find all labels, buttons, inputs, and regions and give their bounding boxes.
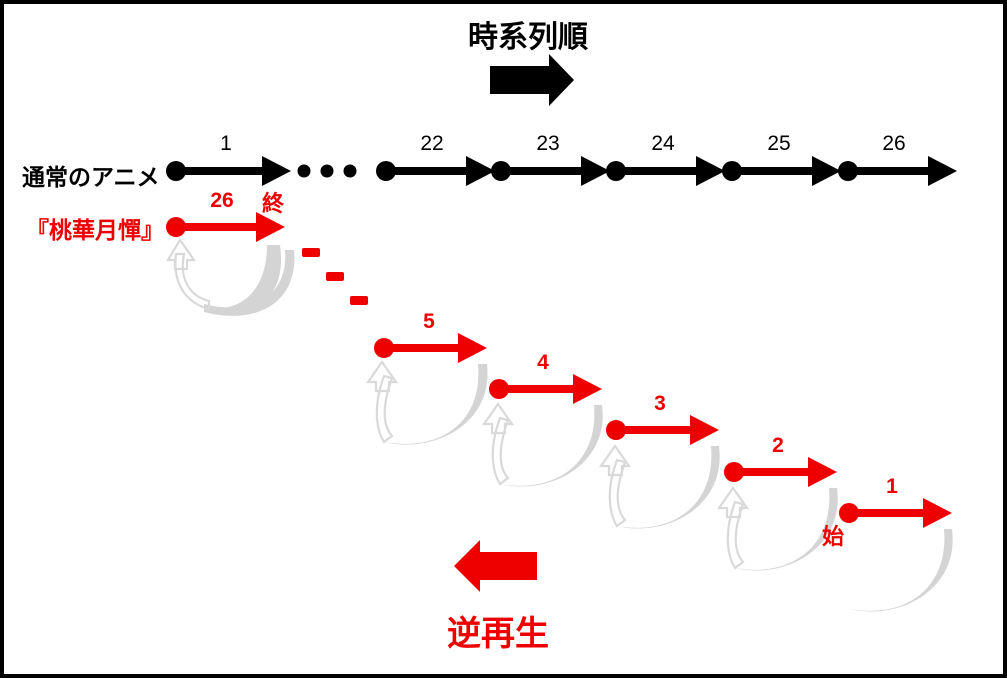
timeline-segment-26: 26 <box>838 132 957 186</box>
arrowhead-icon <box>256 212 285 242</box>
arrowhead-icon <box>466 156 495 186</box>
arrowhead-icon <box>573 374 602 404</box>
episode-number-label: 4 <box>537 351 549 374</box>
reverse-segment-2: 2 <box>724 434 837 487</box>
reverse-segment-26: 26 終 <box>166 189 285 242</box>
timeline-diagram-svg: 時系列順 通常のアニメ 1 <box>22 21 957 653</box>
arrowhead-icon <box>690 415 719 445</box>
arrowhead-icon <box>458 333 487 363</box>
reverse-segment-3: 3 <box>606 392 719 445</box>
reverse-segment-5: 5 <box>374 310 487 363</box>
timeline-segment-23: 23 <box>491 132 610 186</box>
arrowhead-icon <box>581 156 610 186</box>
normal-timeline-group: 1 22 23 <box>166 132 957 186</box>
ellipsis-dot <box>320 164 334 178</box>
episode-number-label: 3 <box>654 392 666 415</box>
loopback-curve-1-end <box>850 529 953 612</box>
arrowhead-icon <box>808 457 837 487</box>
episode-number-label: 2 <box>772 434 784 457</box>
timeline-ellipsis <box>297 164 357 178</box>
arrowhead-icon <box>923 498 952 528</box>
touka-gettan-row-label: 『桃華月憚』 <box>26 217 164 243</box>
loopback-curve-26-to-5 <box>166 237 295 316</box>
timeline-segment-22: 22 <box>376 132 495 186</box>
episode-number-label: 5 <box>423 310 435 333</box>
loopback-curve-3-to-2 <box>598 444 720 529</box>
episode-number-label: 1 <box>220 132 232 155</box>
episode-number-label: 22 <box>420 132 443 155</box>
timeline-segment-1: 1 <box>166 132 291 186</box>
timeline-segment-25: 25 <box>722 132 841 186</box>
ellipsis-dash <box>302 248 320 257</box>
ellipsis-dash <box>350 296 368 305</box>
arrowhead-icon <box>262 156 291 186</box>
ellipsis-dash <box>326 272 344 281</box>
reverse-playback-label: 逆再生 <box>447 615 549 653</box>
episode-number-label: 1 <box>886 475 898 498</box>
episode-number-label: 24 <box>651 132 675 155</box>
arrowhead-icon <box>696 156 725 186</box>
reverse-segment-4: 4 <box>489 351 602 404</box>
right-arrow-icon <box>490 54 574 106</box>
episode-number-label: 25 <box>767 132 790 155</box>
loopback-curve-4-to-3 <box>481 402 603 487</box>
arrowhead-icon <box>812 156 841 186</box>
episode-number-label: 23 <box>536 132 559 155</box>
normal-anime-row-label: 通常のアニメ <box>22 164 160 190</box>
loopback-curve-5-to-4 <box>365 360 488 445</box>
reverse-segment-1: 1 始 <box>822 475 952 549</box>
end-marker-label: 終 <box>262 191 285 216</box>
chronological-order-label: 時系列順 <box>468 21 588 54</box>
reverse-ellipsis-dashes <box>302 248 368 305</box>
ellipsis-dot <box>343 164 357 178</box>
arrowhead-icon <box>928 156 957 186</box>
left-arrow-icon <box>454 540 537 592</box>
ellipsis-dot <box>297 164 311 178</box>
start-marker-label: 始 <box>822 524 844 549</box>
episode-number-label: 26 <box>882 132 905 155</box>
loopback-curves-group <box>166 237 953 612</box>
episode-number-label: 26 <box>210 189 233 212</box>
loopback-curve-2-to-1 <box>716 486 838 571</box>
reverse-timeline-group: 26 終 5 4 <box>166 189 952 549</box>
timeline-segment-24: 24 <box>606 132 725 186</box>
